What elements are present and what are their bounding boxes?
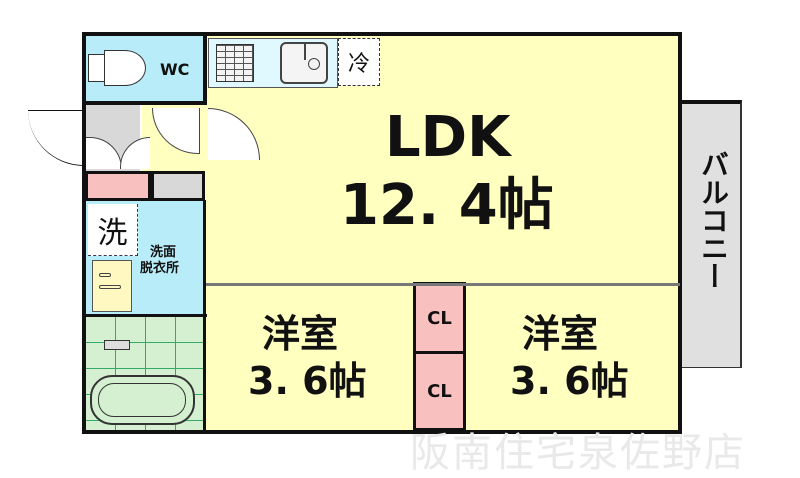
refrigerator-label: 冷 — [347, 52, 370, 77]
wall-utility-right — [203, 200, 206, 434]
shower-icon — [104, 340, 130, 350]
western-room-2-size: 3. 6帖 — [510, 359, 629, 403]
wall-top — [82, 32, 682, 36]
wall-ldk-bottom — [206, 283, 680, 286]
front-door-swing — [28, 110, 84, 166]
washroom-label-line2: 脱衣所 — [140, 261, 180, 276]
western-room-2-name: 洋室 — [522, 312, 599, 356]
bathtub-icon — [90, 375, 195, 425]
western-room-1-size: 3. 6帖 — [248, 359, 367, 403]
vanity-sink — [92, 260, 132, 312]
closet-2: CL — [413, 354, 466, 431]
washing-machine-space: 洗 — [88, 204, 138, 256]
storage-box — [151, 171, 205, 201]
closet-1: CL — [413, 282, 466, 354]
washroom-label-line1: 洗面 — [150, 245, 177, 260]
ldk-size: 12. 4帖 — [340, 173, 554, 238]
stove-icon — [216, 44, 254, 82]
balcony — [680, 100, 742, 368]
wc-label: WC — [160, 60, 190, 79]
refrigerator-space: 冷 — [338, 38, 380, 86]
wall-left — [82, 32, 86, 434]
watermark: 阪南住宅泉佐野店 — [410, 430, 746, 476]
closet-2-label: CL — [427, 380, 452, 402]
wall-bottom — [82, 430, 682, 434]
wall-wc-bottom — [82, 101, 207, 105]
wall-wash-bottom — [82, 314, 207, 317]
wall-wc-right — [203, 32, 207, 104]
western-room-1-name: 洋室 — [262, 312, 339, 356]
western-room-2 — [466, 285, 680, 431]
ldk-name: LDK — [385, 105, 511, 170]
closet-1-label: CL — [427, 307, 452, 329]
toilet-icon — [88, 48, 148, 90]
wall-right — [678, 32, 682, 434]
western-room-1 — [205, 285, 417, 431]
washing-machine-label: 洗 — [97, 215, 128, 251]
sink-icon — [280, 42, 328, 84]
balcony-label: バルコニー — [697, 150, 730, 290]
shoe-box — [85, 171, 151, 201]
